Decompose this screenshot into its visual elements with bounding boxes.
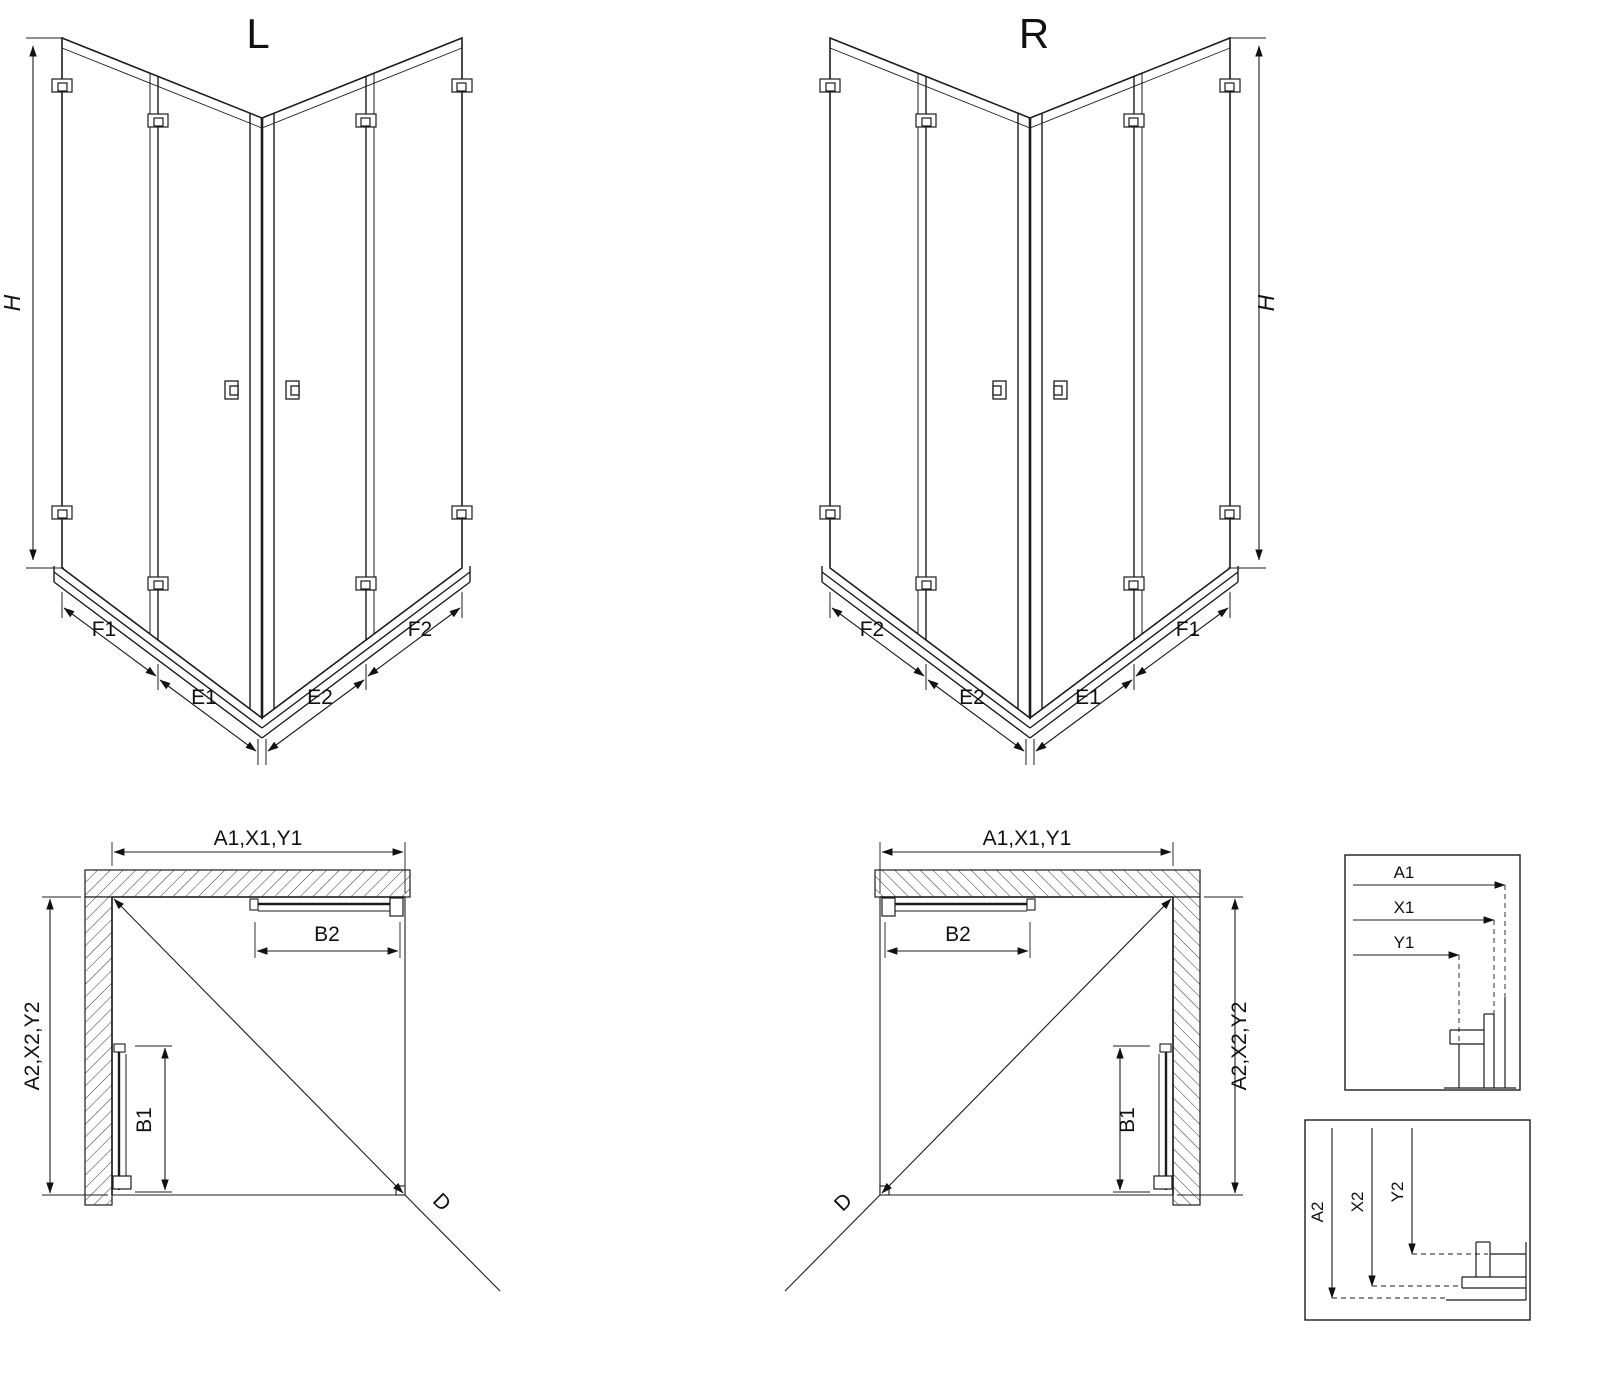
detail-label-x1: X1 bbox=[1394, 898, 1415, 917]
dim-label-f2-left: F2 bbox=[408, 618, 433, 641]
dim-label-e2-right: E2 bbox=[959, 686, 985, 709]
detail-box-depth-profile bbox=[1304, 1119, 1531, 1321]
dim-label-e1-right: E1 bbox=[1075, 686, 1101, 709]
dim-label-f2-right: F2 bbox=[860, 618, 885, 641]
dim-label-a2x2y2-left: A2,X2,Y2 bbox=[21, 1002, 44, 1091]
dim-label-e2-left: E2 bbox=[307, 686, 333, 709]
dim-label-d-left: D bbox=[428, 1189, 455, 1216]
dim-label-height-right: H bbox=[1253, 294, 1279, 311]
detail-box-width-profile bbox=[1344, 854, 1521, 1091]
dim-label-b1-left: B1 bbox=[133, 1107, 156, 1133]
plan-view-right-linework bbox=[785, 842, 1243, 1291]
dim-label-b1-right: B1 bbox=[1116, 1107, 1139, 1133]
dim-label-a2x2y2-right: A2,X2,Y2 bbox=[1228, 1002, 1251, 1091]
dim-label-b2-right: B2 bbox=[945, 923, 971, 946]
detail-label-a1: A1 bbox=[1394, 863, 1415, 882]
dim-label-d-right: D bbox=[830, 1189, 857, 1216]
detail-label-y1: Y1 bbox=[1394, 933, 1415, 952]
dim-label-height-left: H bbox=[0, 294, 25, 311]
dim-label-f1-right: F1 bbox=[1176, 618, 1201, 641]
wall-profile-section-vertical bbox=[1444, 998, 1516, 1089]
detail-width-reference-dashes bbox=[1458, 885, 1506, 1042]
variant-label-left: L bbox=[246, 10, 269, 57]
detail-label-a2: A2 bbox=[1308, 1202, 1327, 1223]
iso-view-right-linework bbox=[820, 38, 1266, 765]
dim-label-a1x1y1-left: A1,X1,Y1 bbox=[214, 827, 303, 850]
dim-label-b2-left: B2 bbox=[314, 923, 340, 946]
wall-profile-section-horizontal bbox=[1446, 1241, 1527, 1301]
dim-label-a1x1y1-right: A1,X1,Y1 bbox=[983, 827, 1072, 850]
iso-view-left-linework bbox=[26, 38, 472, 765]
dim-label-e1-left: E1 bbox=[191, 686, 217, 709]
detail-label-y2: Y2 bbox=[1388, 1182, 1407, 1203]
dim-label-f1-left: F1 bbox=[92, 618, 117, 641]
variant-label-right: R bbox=[1019, 10, 1049, 57]
detail-depth-reference-dashes bbox=[1332, 1253, 1488, 1299]
detail-label-x2: X2 bbox=[1348, 1192, 1367, 1213]
plan-view-left-linework bbox=[42, 842, 500, 1291]
